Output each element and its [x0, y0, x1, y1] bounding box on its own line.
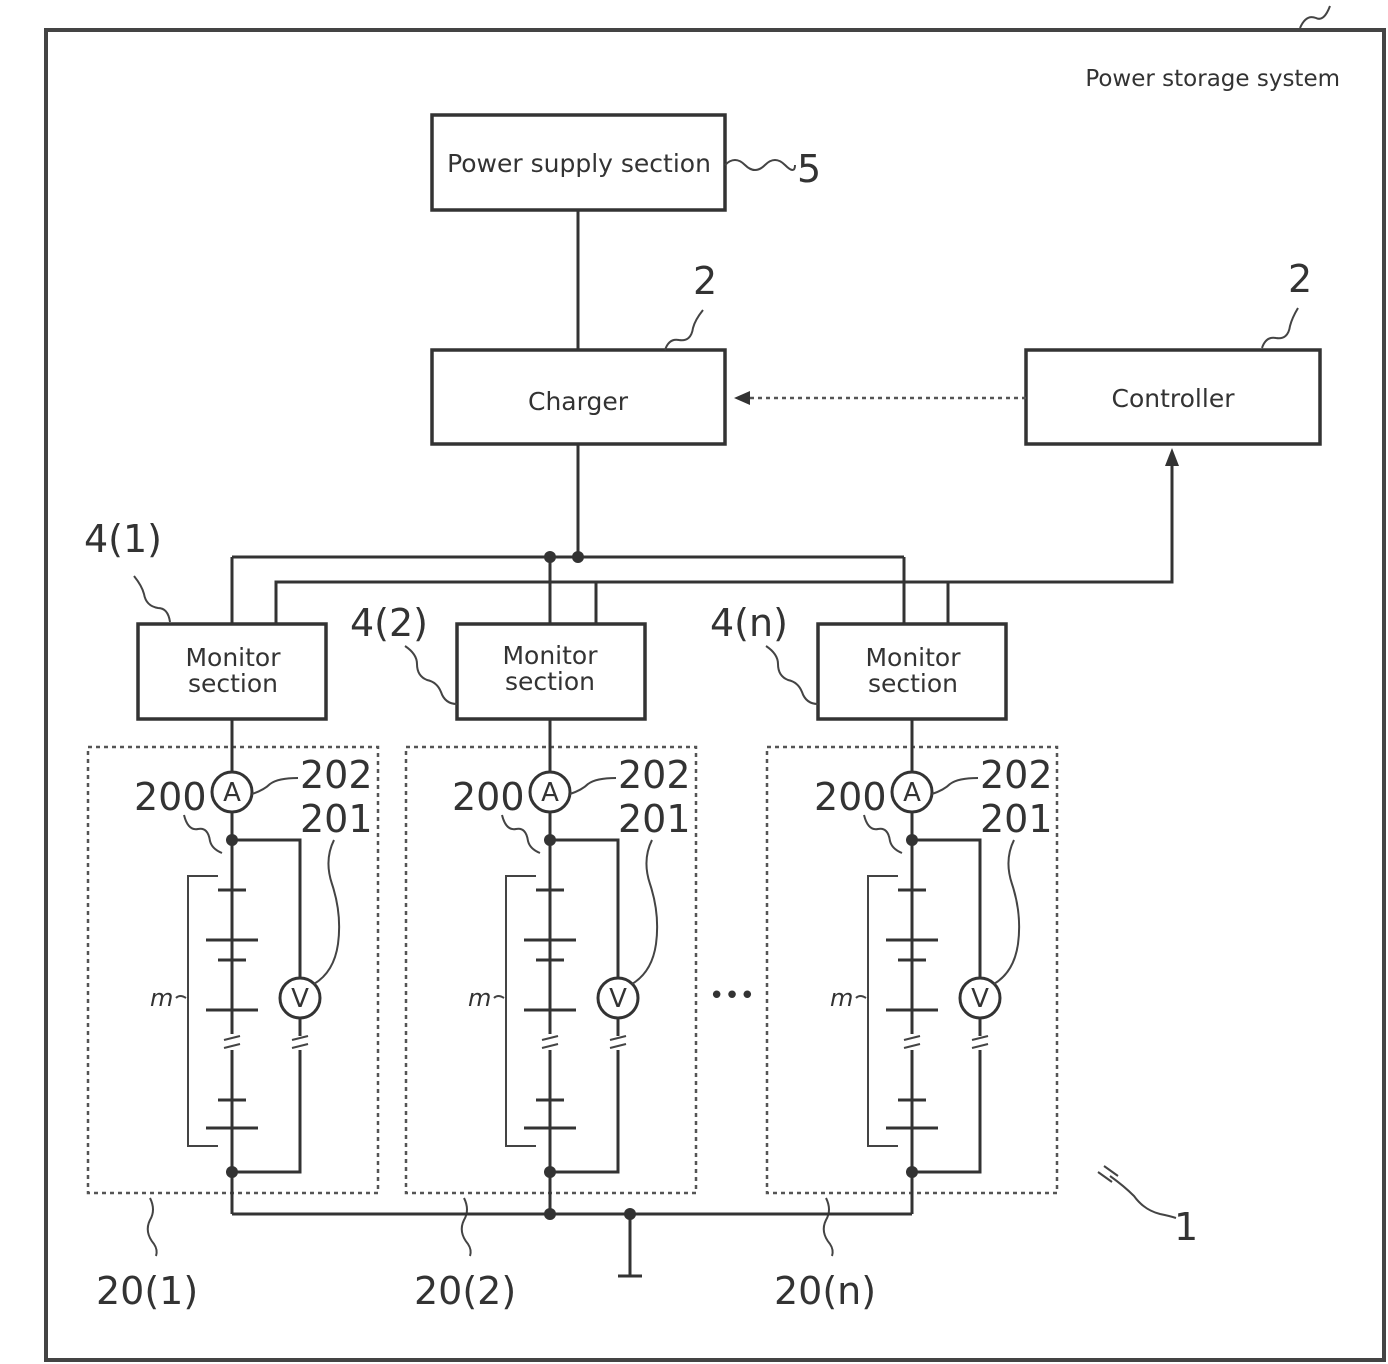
cells-ref: 200 [452, 775, 525, 819]
battery-module-1: A Vm 200 202201 20(1) [88, 719, 378, 1313]
charger-leader [665, 310, 703, 350]
break-mark [904, 1044, 920, 1048]
monitor-section-2: Monitor section [457, 624, 645, 719]
voltmeter-top-wire [912, 840, 980, 978]
break-mark [542, 1036, 558, 1040]
power-supply-ref: 5 [797, 147, 821, 191]
module-ref: 20(1) [96, 1269, 198, 1313]
voltmeter-ref-leader [632, 840, 657, 984]
charger-ref: 2 [693, 259, 717, 303]
monitor-ref-2: 4(2) [350, 601, 428, 645]
voltmeter-ref: 201 [980, 797, 1053, 841]
ammeter-ref: 202 [300, 753, 373, 797]
bracket-tick [494, 996, 504, 998]
controller-leader [1262, 308, 1298, 348]
monitor-ref-1: 4(1) [84, 517, 162, 561]
battery-module-2: A Vm 200 202201 20(2) [406, 719, 696, 1313]
bracket-tick [856, 996, 866, 998]
voltmeter-return-wire [912, 1050, 980, 1172]
cell-count-label: m [150, 984, 173, 1012]
monitor-section-1: Monitor section [138, 624, 326, 719]
ammeter-ref: 202 [980, 753, 1053, 797]
controller-input-arrowhead [1165, 448, 1179, 466]
monitor-leader-2 [405, 646, 457, 704]
break-mark [224, 1044, 240, 1048]
charger-block: Charger [432, 350, 725, 444]
ammeter-ref-leader [570, 778, 616, 794]
ammeter-ref-leader [252, 778, 298, 794]
controller-label: Controller [1112, 384, 1236, 413]
monitor-label-line1: Monitor [502, 641, 598, 670]
bracket-tick [176, 996, 186, 998]
cells-ref-leader [864, 815, 902, 853]
break-mark [542, 1044, 558, 1048]
power-supply-block: Power supply section [432, 115, 725, 210]
controller-block: Controller [1026, 350, 1320, 444]
cell-count-label: m [468, 984, 491, 1012]
voltmeter-return-wire [232, 1050, 300, 1172]
ammeter-ref-leader [932, 778, 978, 794]
voltmeter-top-wire [550, 840, 618, 978]
voltmeter-return-wire [550, 1050, 618, 1172]
voltmeter-top-wire [232, 840, 300, 978]
break-mark [292, 1044, 308, 1048]
monitor-ref-n: 4(n) [710, 601, 788, 645]
module-ref: 20(2) [414, 1269, 516, 1313]
monitor-section-n: Monitor section [818, 624, 1006, 719]
ammeter-ref: 202 [618, 753, 691, 797]
charger-label: Charger [528, 387, 629, 416]
system-label: Power storage system [1085, 66, 1340, 92]
ammeter-symbol: A [223, 778, 241, 808]
monitor-label-line1: Monitor [185, 643, 281, 672]
module-ref-leader [148, 1198, 157, 1256]
break-mark [972, 1036, 988, 1040]
break-mark [610, 1044, 626, 1048]
monitor-leader-1 [134, 576, 170, 622]
monitor-leader-n [766, 646, 818, 704]
module-ellipsis: ••• [709, 981, 755, 1011]
break-mark [610, 1036, 626, 1040]
controller-ref: 2 [1288, 257, 1312, 301]
monitor-label-line2: section [188, 669, 278, 698]
break-mark [224, 1036, 240, 1040]
voltmeter-symbol: V [291, 984, 309, 1014]
break-mark [292, 1036, 308, 1040]
ammeter-symbol: A [541, 778, 559, 808]
ammeter-symbol: A [903, 778, 921, 808]
voltmeter-ref: 201 [300, 797, 373, 841]
battery-modules: AVm20020220120(1)AVm20020220120(2)AVm200… [88, 719, 1057, 1313]
monitor-label-line2: section [505, 667, 595, 696]
voltmeter-symbol: V [971, 984, 989, 1014]
group-ref-leader [1098, 1166, 1176, 1218]
cells-ref-leader [502, 815, 540, 853]
module-ref: 20(n) [774, 1269, 876, 1313]
signal-bus [276, 462, 1172, 624]
frame-leader [1300, 6, 1330, 28]
break-mark [904, 1036, 920, 1040]
monitor-label-line1: Monitor [865, 643, 961, 672]
group-ref: 1 [1174, 1205, 1198, 1249]
cells-ref: 200 [814, 775, 887, 819]
voltmeter-ref-leader [314, 840, 339, 984]
cells-ref: 200 [134, 775, 207, 819]
voltmeter-ref-leader [994, 840, 1019, 984]
break-mark [972, 1044, 988, 1048]
charger-input-arrowhead [734, 391, 750, 405]
voltmeter-symbol: V [609, 984, 627, 1014]
junction-dot [544, 1208, 556, 1220]
module-ref-leader [824, 1198, 833, 1256]
monitor-label-line2: section [868, 669, 958, 698]
cells-ref-leader [184, 815, 222, 853]
power-supply-leader [725, 160, 795, 170]
power-supply-label: Power supply section [447, 149, 711, 178]
voltmeter-ref: 201 [618, 797, 691, 841]
cell-count-label: m [830, 984, 853, 1012]
module-ref-leader [462, 1198, 471, 1256]
battery-module-3: A Vm 200 202201 20(n) [767, 719, 1057, 1313]
